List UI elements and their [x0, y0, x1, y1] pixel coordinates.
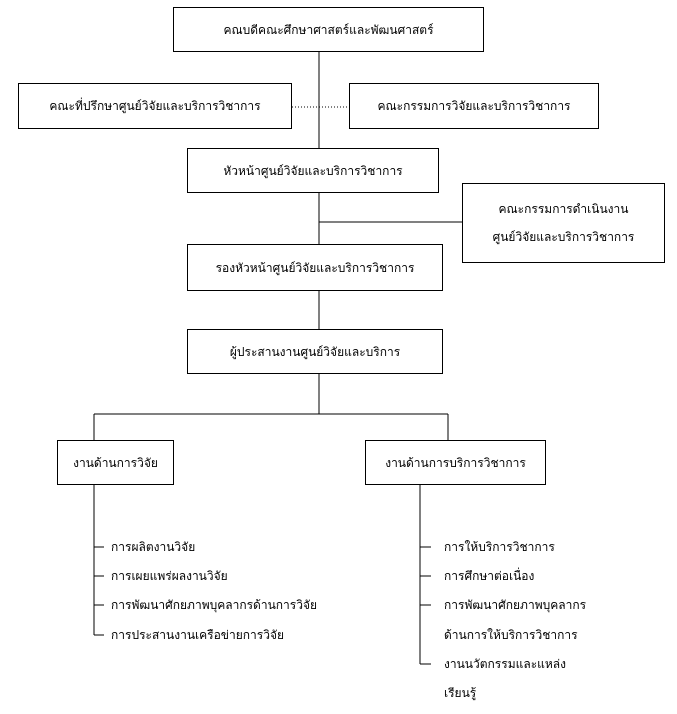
operations-committee-box: คณะกรรมการดำเนินงาน ศูนย์วิจัยและบริการว…: [462, 183, 665, 263]
center-head-box: หัวหน้าศูนย์วิจัยและบริการวิชาการ: [187, 148, 439, 193]
research-item: การพัฒนาศักยภาพบุคลากรด้านการวิจัย: [111, 598, 318, 612]
deputy-head-box: รองหัวหน้าศูนย์วิจัยและบริการวิชาการ: [187, 244, 443, 291]
service-item: การพัฒนาศักยภาพบุคลากร: [444, 598, 587, 612]
service-unit-label: งานด้านการบริการวิชาการ: [385, 455, 526, 470]
research-unit-label: งานด้านการวิจัย: [73, 455, 158, 470]
service-item: การศึกษาต่อเนื่อง: [444, 569, 535, 583]
research-item: การผลิตงานวิจัย: [111, 540, 196, 554]
dean-label: คณบดีคณะศึกษาศาสตร์และพัฒนศาสตร์: [223, 22, 434, 37]
dean-box: คณบดีคณะศึกษาศาสตร์และพัฒนศาสตร์: [173, 7, 484, 52]
research-unit-box: งานด้านการวิจัย: [57, 440, 174, 485]
service-item: การให้บริการวิชาการ: [444, 540, 555, 554]
service-unit-box: งานด้านการบริการวิชาการ: [365, 440, 546, 485]
service-item-continued: เรียนรู้: [444, 686, 477, 700]
deputy-head-label: รองหัวหน้าศูนย์วิจัยและบริการวิชาการ: [215, 260, 415, 275]
advisory-committee-label: คณะที่ปรึกษาศูนย์วิจัยและบริการวิชาการ: [49, 99, 261, 113]
operations-committee-label-1: คณะกรรมการดำเนินงาน: [498, 202, 629, 216]
service-item-continued: ด้านการให้บริการวิชาการ: [444, 628, 578, 642]
coordinator-label: ผู้ประสานงานศูนย์วิจัยและบริการ: [229, 344, 401, 359]
research-item: การเผยแพร่ผลงานวิจัย: [111, 569, 228, 583]
research-committee-label: คณะกรรมการวิจัยและบริการวิชาการ: [377, 99, 571, 113]
operations-committee-label-2: ศูนย์วิจัยและบริการวิชาการ: [492, 230, 635, 244]
advisory-committee-box: คณะที่ปรึกษาศูนย์วิจัยและบริการวิชาการ: [18, 83, 292, 129]
center-head-label: หัวหน้าศูนย์วิจัยและบริการวิชาการ: [223, 163, 403, 178]
coordinator-box: ผู้ประสานงานศูนย์วิจัยและบริการ: [187, 329, 443, 374]
research-committee-box: คณะกรรมการวิจัยและบริการวิชาการ: [349, 83, 599, 129]
research-item: การประสานงานเครือข่ายการวิจัย: [111, 628, 285, 642]
service-item: งานนวัตกรรมและแหล่ง: [444, 657, 566, 671]
